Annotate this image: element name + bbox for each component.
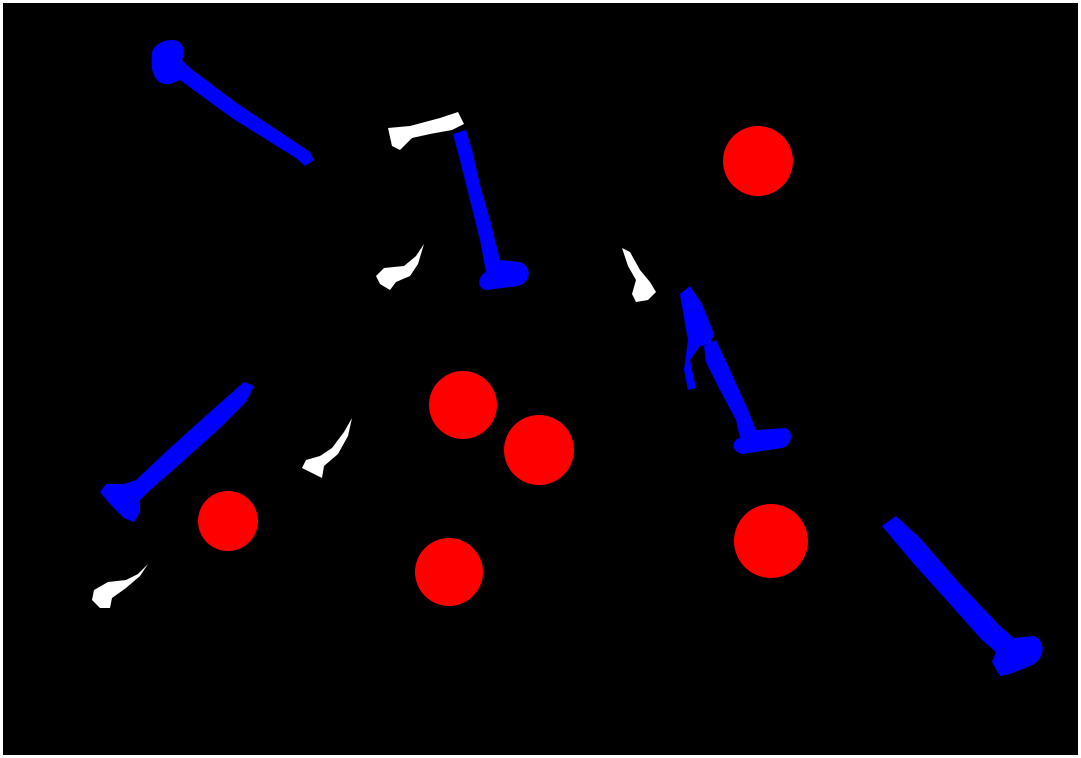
bolt-3 — [680, 286, 791, 454]
washer-6 — [734, 504, 808, 578]
screw-4 — [302, 418, 352, 478]
bolt-5 — [882, 516, 1043, 676]
washer-group — [198, 126, 808, 606]
mask-background — [3, 3, 1078, 755]
screw-5 — [92, 564, 148, 608]
bolt-4 — [100, 382, 254, 522]
washer-1 — [723, 126, 793, 196]
washer-3 — [504, 415, 574, 485]
washer-5 — [415, 538, 483, 606]
bolt-2 — [453, 130, 529, 290]
screw-group — [92, 112, 656, 608]
screw-2 — [376, 244, 424, 290]
segmentation-mask-canvas — [3, 3, 1078, 755]
bolt-group — [100, 40, 1043, 676]
screw-1 — [388, 112, 464, 150]
washer-2 — [429, 371, 497, 439]
washer-4 — [198, 491, 258, 551]
screw-3 — [622, 248, 656, 302]
bolt-1 — [151, 40, 314, 166]
